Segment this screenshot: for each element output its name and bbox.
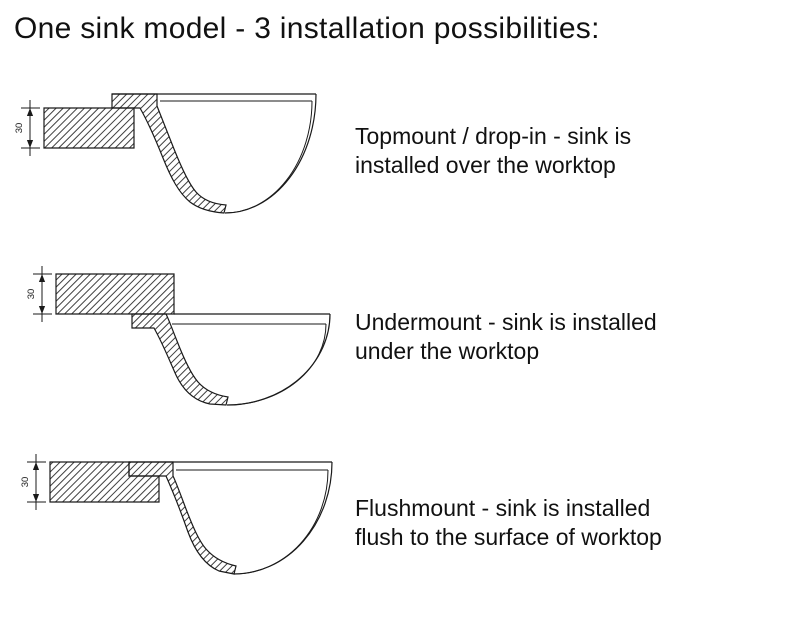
- caption-topmount: Topmount / drop-in - sink is installed o…: [355, 122, 632, 178]
- arrow-up-icon: [38, 274, 46, 282]
- bowl-arc-inner: [233, 469, 329, 575]
- row-flushmount: 30 Flushmount - sink is installed flush …: [14, 448, 800, 598]
- worktop-section: [55, 273, 175, 315]
- sink-wall-section: [128, 461, 237, 575]
- page-title: One sink model - 3 installation possibil…: [14, 12, 600, 45]
- arrow-down-icon: [32, 494, 40, 502]
- topmount-diagram: 30: [14, 93, 317, 214]
- bowl-arc-inner: [224, 100, 313, 214]
- flushmount-diagram: 30: [20, 454, 333, 575]
- row-topmount: 30 Topmount / drop-in - sink is installe…: [14, 76, 800, 226]
- arrow-up-icon: [32, 462, 40, 470]
- caption-undermount: Undermount - sink is installed under the…: [355, 308, 657, 364]
- arrow-down-icon: [38, 306, 46, 314]
- dimension-30: 30: [14, 100, 40, 156]
- bowl-arc-outer: [226, 313, 331, 406]
- caption-flushmount: Flushmount - sink is installed flush to …: [355, 494, 662, 550]
- sink-wall-section: [111, 93, 227, 214]
- row-undermount: 30 Undermount - sink is installed under …: [14, 262, 800, 412]
- bowl-arc-inner: [226, 323, 327, 406]
- dimension-label: 30: [14, 123, 25, 134]
- arrow-down-icon: [26, 140, 34, 148]
- dimension-30: 30: [20, 454, 46, 510]
- undermount-diagram: 30: [26, 266, 331, 406]
- sink-wall-section: [131, 313, 229, 406]
- arrow-up-icon: [26, 108, 34, 116]
- worktop-section: [43, 107, 135, 149]
- dimension-label: 30: [20, 477, 31, 488]
- dimension-30: 30: [26, 266, 52, 322]
- dimension-label: 30: [26, 289, 37, 300]
